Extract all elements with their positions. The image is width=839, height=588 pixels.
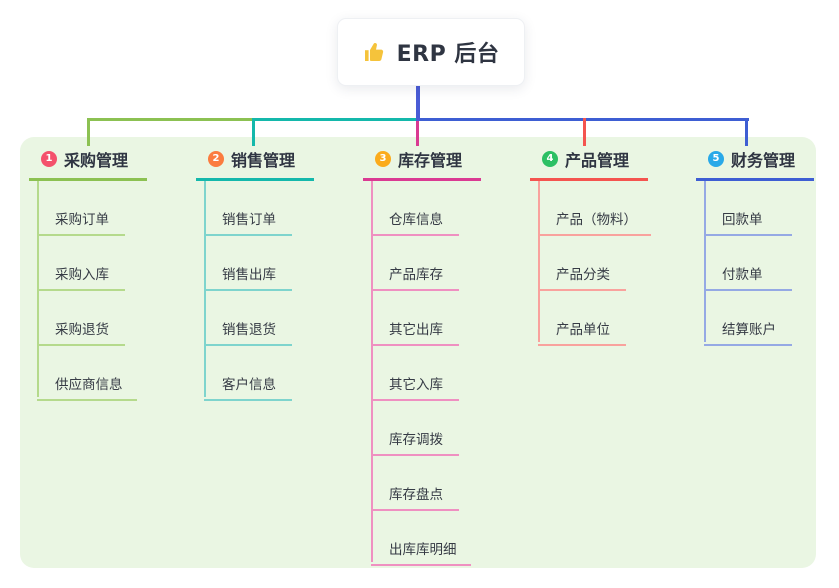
branch-children: 销售订单销售出库销售退货客户信息 (204, 181, 314, 401)
branch-children: 回款单付款单结算账户 (704, 181, 814, 346)
child-label: 出库库明细 (389, 541, 457, 558)
child-label: 供应商信息 (55, 376, 123, 393)
child-label: 回款单 (722, 211, 763, 228)
child-label: 客户信息 (222, 376, 276, 393)
child-item[interactable]: 其它出库 (371, 291, 459, 346)
child-label: 销售订单 (222, 211, 276, 228)
child-label: 库存盘点 (389, 486, 443, 503)
branch-column: 3 库存管理 仓库信息产品库存其它出库其它入库库存调拨库存盘点出库库明细 (363, 147, 481, 566)
branch-heading[interactable]: 5 财务管理 (696, 147, 814, 181)
branch-connector-line (37, 181, 39, 397)
branch-label: 产品管理 (565, 151, 630, 170)
branch-number-badge: 1 (41, 151, 57, 167)
child-label: 产品库存 (389, 266, 443, 283)
child-item[interactable]: 产品单位 (538, 291, 626, 346)
child-label: 其它出库 (389, 321, 443, 338)
branch-children: 采购订单采购入库采购退货供应商信息 (37, 181, 147, 401)
branch-number-badge: 3 (375, 151, 391, 167)
branch-children: 产品（物料） 产品分类产品单位 (538, 181, 651, 346)
branch-label: 销售管理 (231, 151, 296, 170)
branch-column: 2 销售管理 销售订单销售出库销售退货客户信息 (196, 147, 314, 401)
child-item[interactable]: 库存盘点 (371, 456, 459, 511)
branch-label: 库存管理 (398, 151, 463, 170)
child-item[interactable]: 产品分类 (538, 236, 626, 291)
branch-number-badge: 5 (708, 151, 724, 167)
branch-column: 4 产品管理 产品（物料） 产品分类产品单位 (530, 147, 651, 346)
root-title: ERP 后台 (396, 42, 500, 67)
child-label: 产品（物料） (556, 211, 637, 228)
child-item[interactable]: 采购订单 (37, 181, 125, 236)
branch-drop-line (416, 118, 419, 146)
child-item[interactable]: 仓库信息 (371, 181, 459, 236)
branch-connector-line (704, 181, 706, 342)
child-item[interactable]: 付款单 (704, 236, 792, 291)
child-label: 付款单 (722, 266, 763, 283)
rail-segment-teal (253, 118, 418, 121)
branch-heading[interactable]: 4 产品管理 (530, 147, 648, 181)
child-label: 销售退货 (222, 321, 276, 338)
branches-panel (20, 137, 816, 568)
child-label: 产品单位 (556, 321, 610, 338)
child-item[interactable]: 其它入库 (371, 346, 459, 401)
child-item[interactable]: 回款单 (704, 181, 792, 236)
child-item[interactable]: 结算账户 (704, 291, 792, 346)
child-item[interactable]: 出库库明细 (371, 511, 471, 566)
branch-number-badge: 2 (208, 151, 224, 167)
root-node[interactable]: ERP 后台 (337, 18, 525, 86)
child-item[interactable]: 供应商信息 (37, 346, 137, 401)
child-label: 其它入库 (389, 376, 443, 393)
child-item[interactable]: 产品（物料） (538, 181, 651, 236)
child-label: 产品分类 (556, 266, 610, 283)
branch-label: 采购管理 (64, 151, 129, 170)
child-item[interactable]: 采购入库 (37, 236, 125, 291)
child-item[interactable]: 产品库存 (371, 236, 459, 291)
child-label: 采购退货 (55, 321, 109, 338)
child-label: 销售出库 (222, 266, 276, 283)
child-item[interactable]: 销售出库 (204, 236, 292, 291)
branch-connector-line (538, 181, 540, 342)
branch-heading[interactable]: 2 销售管理 (196, 147, 314, 181)
child-item[interactable]: 库存调拨 (371, 401, 459, 456)
child-item[interactable]: 采购退货 (37, 291, 125, 346)
branch-drop-line (87, 118, 90, 146)
branch-heading[interactable]: 1 采购管理 (29, 147, 147, 181)
branch-heading[interactable]: 3 库存管理 (363, 147, 481, 181)
child-label: 采购订单 (55, 211, 109, 228)
branch-connector-line (204, 181, 206, 397)
thumbs-up-icon (363, 40, 387, 64)
branch-number-badge: 4 (542, 151, 558, 167)
branch-label: 财务管理 (731, 151, 796, 170)
child-label: 采购入库 (55, 266, 109, 283)
child-item[interactable]: 客户信息 (204, 346, 292, 401)
branch-drop-line (252, 118, 255, 146)
branch-column: 5 财务管理 回款单付款单结算账户 (696, 147, 814, 346)
child-label: 库存调拨 (389, 431, 443, 448)
branch-children: 仓库信息产品库存其它出库其它入库库存调拨库存盘点出库库明细 (371, 181, 481, 566)
child-item[interactable]: 销售订单 (204, 181, 292, 236)
child-label: 结算账户 (722, 321, 776, 338)
branch-connector-line (371, 181, 373, 562)
child-item[interactable]: 销售退货 (204, 291, 292, 346)
trunk-line (416, 84, 420, 121)
branch-column: 1 采购管理 采购订单采购入库采购退货供应商信息 (29, 147, 147, 401)
child-label: 仓库信息 (389, 211, 443, 228)
branch-drop-line (745, 118, 748, 146)
branch-drop-line (583, 118, 586, 146)
